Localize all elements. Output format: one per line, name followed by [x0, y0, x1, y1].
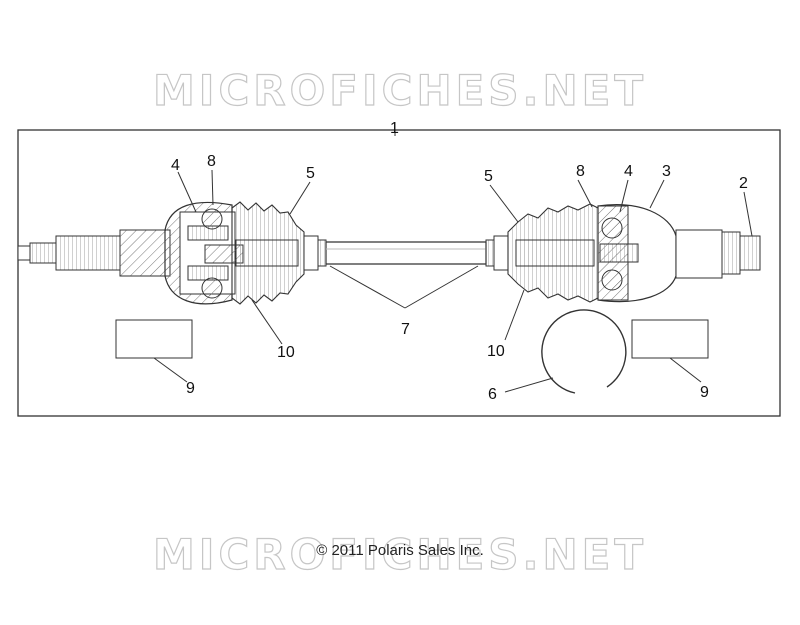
left-label-box: [115, 319, 193, 359]
callout-9-left: 9: [186, 380, 195, 397]
callout-3: 3: [662, 163, 671, 180]
right-shaft-clamp: [485, 235, 509, 271]
callout-9-right: 9: [700, 384, 709, 401]
watermark-top: MICROFICHES.NET: [152, 65, 647, 115]
left-boot: [231, 201, 305, 305]
callout-1: 1: [390, 120, 399, 137]
callout-5-left: 5: [306, 165, 315, 182]
callout-6: 6: [488, 386, 497, 403]
callout-8-right: 8: [576, 163, 585, 180]
copyright-notice: © 2011 Polaris Sales Inc.: [316, 542, 484, 559]
callout-8-left: 8: [207, 153, 216, 170]
left-shaft-clamp: [303, 235, 327, 271]
left-stub-shaft: [17, 229, 171, 277]
left-inner-joint: [164, 201, 244, 305]
callout-10-left: 10: [277, 344, 295, 361]
ring-clip: [541, 309, 627, 394]
callout-4-left: 4: [171, 157, 180, 174]
right-outer-joint: [597, 204, 761, 303]
callout-5-right: 5: [484, 168, 493, 185]
center-shaft: [325, 241, 487, 265]
right-label-box: [631, 319, 709, 359]
callout-2: 2: [739, 175, 748, 192]
right-boot: [507, 203, 599, 303]
callout-7: 7: [401, 321, 410, 338]
callout-4-right: 4: [624, 163, 633, 180]
assembly-frame: [17, 129, 781, 417]
callout-10-right: 10: [487, 343, 505, 360]
watermark-bottom: MICROFICHES.NET: [152, 529, 647, 579]
leader-lines: [153, 130, 753, 393]
